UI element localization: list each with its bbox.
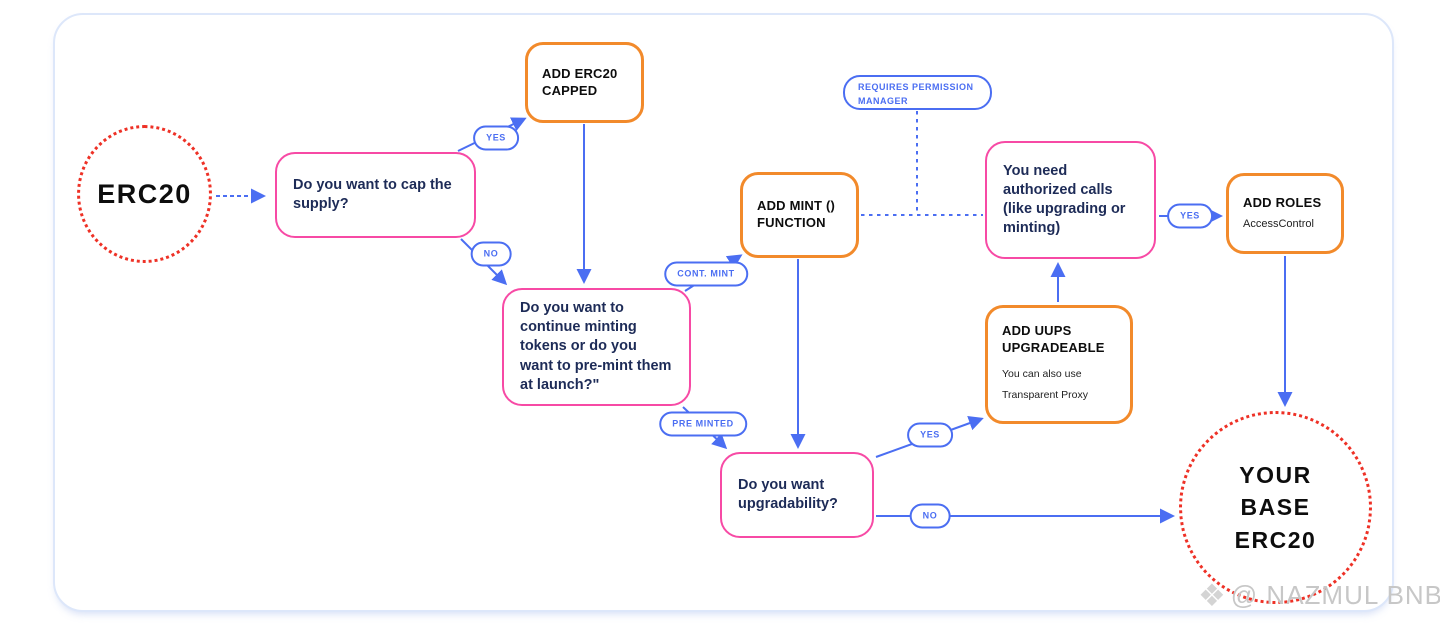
edge-label-yes-upgrade-text: YES xyxy=(920,429,940,440)
note-requires-permission-manager: REQUIRES PERMISSION MANAGER xyxy=(843,75,992,110)
question-authorized-calls-text: You need authorized calls (like upgradin… xyxy=(1003,162,1126,237)
question-upgradability-text: Do you want upgradability? xyxy=(738,476,838,512)
question-upgradability: Do you want upgradability? xyxy=(720,452,874,538)
question-cap-supply-text: Do you want to cap the supply? xyxy=(293,176,452,212)
action-add-mint-function: ADD MINT () FUNCTION xyxy=(740,172,859,258)
start-node-erc20: ERC20 xyxy=(77,125,212,263)
edge-label-yes-upgrade: YES xyxy=(907,422,953,448)
watermark: ❖ @ NAZMUL BNB- xyxy=(1198,580,1440,611)
edge-label-cont-mint: CONT. MINT xyxy=(664,261,748,287)
end-node-label: YOUR BASE ERC20 xyxy=(1234,462,1317,553)
end-node-base-erc20: YOUR BASE ERC20 xyxy=(1179,411,1372,604)
edge-label-pre-minted: PRE MINTED xyxy=(659,411,747,437)
action-add-uups-subtitle: You can also use Transparent Proxy xyxy=(1002,367,1088,401)
action-add-mint-function-title: ADD MINT () FUNCTION xyxy=(757,198,836,230)
question-authorized-calls: You need authorized calls (like upgradin… xyxy=(985,141,1156,259)
note-requires-permission-manager-text: REQUIRES PERMISSION MANAGER xyxy=(858,82,974,106)
edge-label-yes-cap-text: YES xyxy=(486,132,506,143)
action-add-erc20-capped: ADD ERC20 CAPPED xyxy=(525,42,644,123)
edge-label-yes-cap: YES xyxy=(473,125,519,151)
edge-label-pre-minted-text: PRE MINTED xyxy=(672,418,734,429)
action-add-roles-subtitle: AccessControl xyxy=(1243,217,1314,230)
edge-label-yes-auth: YES xyxy=(1167,203,1213,229)
watermark-text: @ NAZMUL BNB- xyxy=(1230,580,1440,610)
action-add-erc20-capped-title: ADD ERC20 CAPPED xyxy=(542,65,618,98)
question-continue-minting-text: Do you want to continue minting tokens o… xyxy=(520,300,672,393)
edge-label-no-upgrade: NO xyxy=(909,503,951,529)
edge-label-cont-mint-text: CONT. MINT xyxy=(677,268,735,279)
action-add-uups-title: ADD UUPS UPGRADEABLE xyxy=(1002,323,1105,355)
edge-label-no-cap-text: NO xyxy=(483,248,499,259)
edge-label-yes-auth-text: YES xyxy=(1180,210,1200,221)
edge-label-no-upgrade-text: NO xyxy=(922,510,938,521)
action-add-roles-title: ADD ROLES xyxy=(1243,194,1322,210)
edge-label-no-cap: NO xyxy=(470,241,512,267)
action-add-roles: ADD ROLES AccessControl xyxy=(1226,173,1344,254)
start-node-label: ERC20 xyxy=(97,178,192,209)
question-cap-supply: Do you want to cap the supply? xyxy=(275,152,476,238)
action-add-uups-upgradeable: ADD UUPS UPGRADEABLE You can also use Tr… xyxy=(985,305,1133,424)
question-continue-minting: Do you want to continue minting tokens o… xyxy=(502,288,691,406)
bnb-diamond-icon: ❖ xyxy=(1198,578,1227,613)
